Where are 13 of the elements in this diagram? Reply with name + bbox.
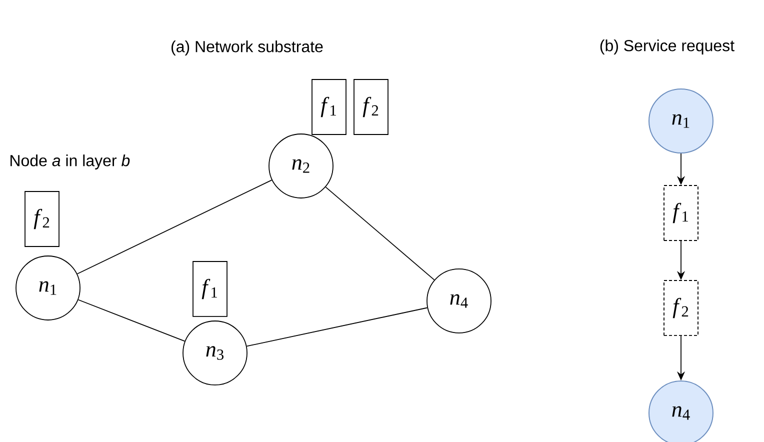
function-box: f$_{1}$: [192, 261, 228, 317]
function-box: f$_{2}$: [24, 191, 60, 247]
text-label: Node a in layer b: [10, 154, 130, 170]
panel-heading: (b) Service request: [600, 40, 734, 54]
panel-heading: (a) Network substrate: [172, 40, 323, 56]
function-box: f$_{2}$: [664, 280, 698, 336]
connector-line: [78, 299, 186, 342]
function-box: f$_{2}$: [354, 79, 388, 135]
function-box: f$_{1}$: [664, 185, 698, 241]
connector-line: [246, 307, 428, 347]
function-box: f$_{1}$: [312, 79, 346, 135]
connector-line: [76, 180, 272, 274]
connector-line: [325, 186, 435, 280]
